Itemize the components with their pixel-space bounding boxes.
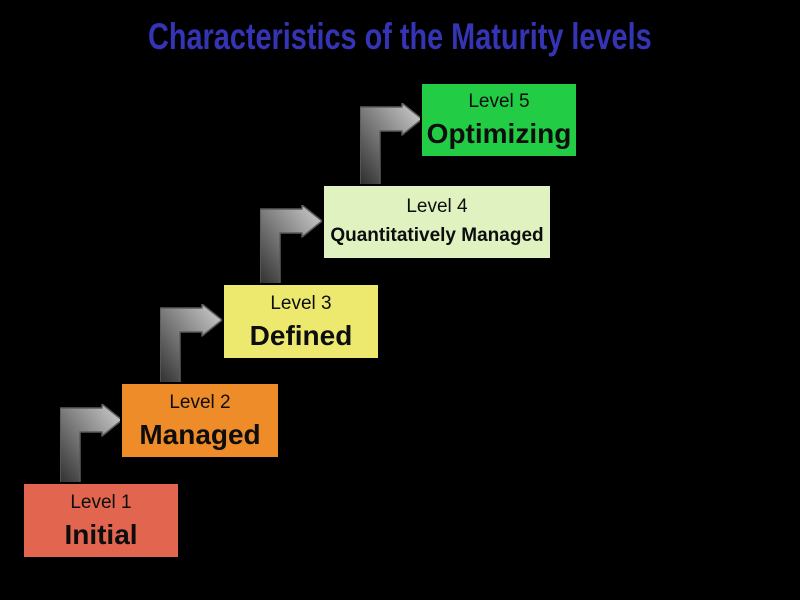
elbow-arrow-icon-2 bbox=[160, 304, 222, 388]
level-name: Defined bbox=[249, 319, 353, 351]
level-name: Managed bbox=[139, 418, 261, 450]
elbow-arrow-icon-4 bbox=[360, 103, 422, 187]
level-label: Level 2 bbox=[169, 391, 231, 413]
level-box-initial: Level 1 Initial bbox=[22, 482, 180, 559]
level-label: Level 5 bbox=[468, 91, 530, 112]
elbow-arrow-icon-3 bbox=[260, 205, 322, 289]
level-name: Initial bbox=[64, 518, 138, 550]
level-label: Level 3 bbox=[270, 292, 332, 314]
page-title: Characteristics of the Maturity levels bbox=[0, 16, 800, 58]
elbow-arrow-icon-1 bbox=[60, 404, 122, 488]
level-label: Level 1 bbox=[70, 491, 132, 513]
page-title-text: Characteristics of the Maturity levels bbox=[148, 16, 652, 57]
level-box-defined: Level 3 Defined bbox=[222, 283, 380, 360]
level-label: Level 4 bbox=[406, 196, 468, 217]
level-name: Quantitatively Managed bbox=[330, 225, 544, 246]
level-box-quantitatively-managed: Level 4 Quantitatively Managed bbox=[322, 184, 552, 260]
level-box-optimizing: Level 5 Optimizing bbox=[420, 82, 578, 158]
level-box-managed: Level 2 Managed bbox=[120, 382, 280, 459]
level-name: Optimizing bbox=[426, 118, 572, 149]
